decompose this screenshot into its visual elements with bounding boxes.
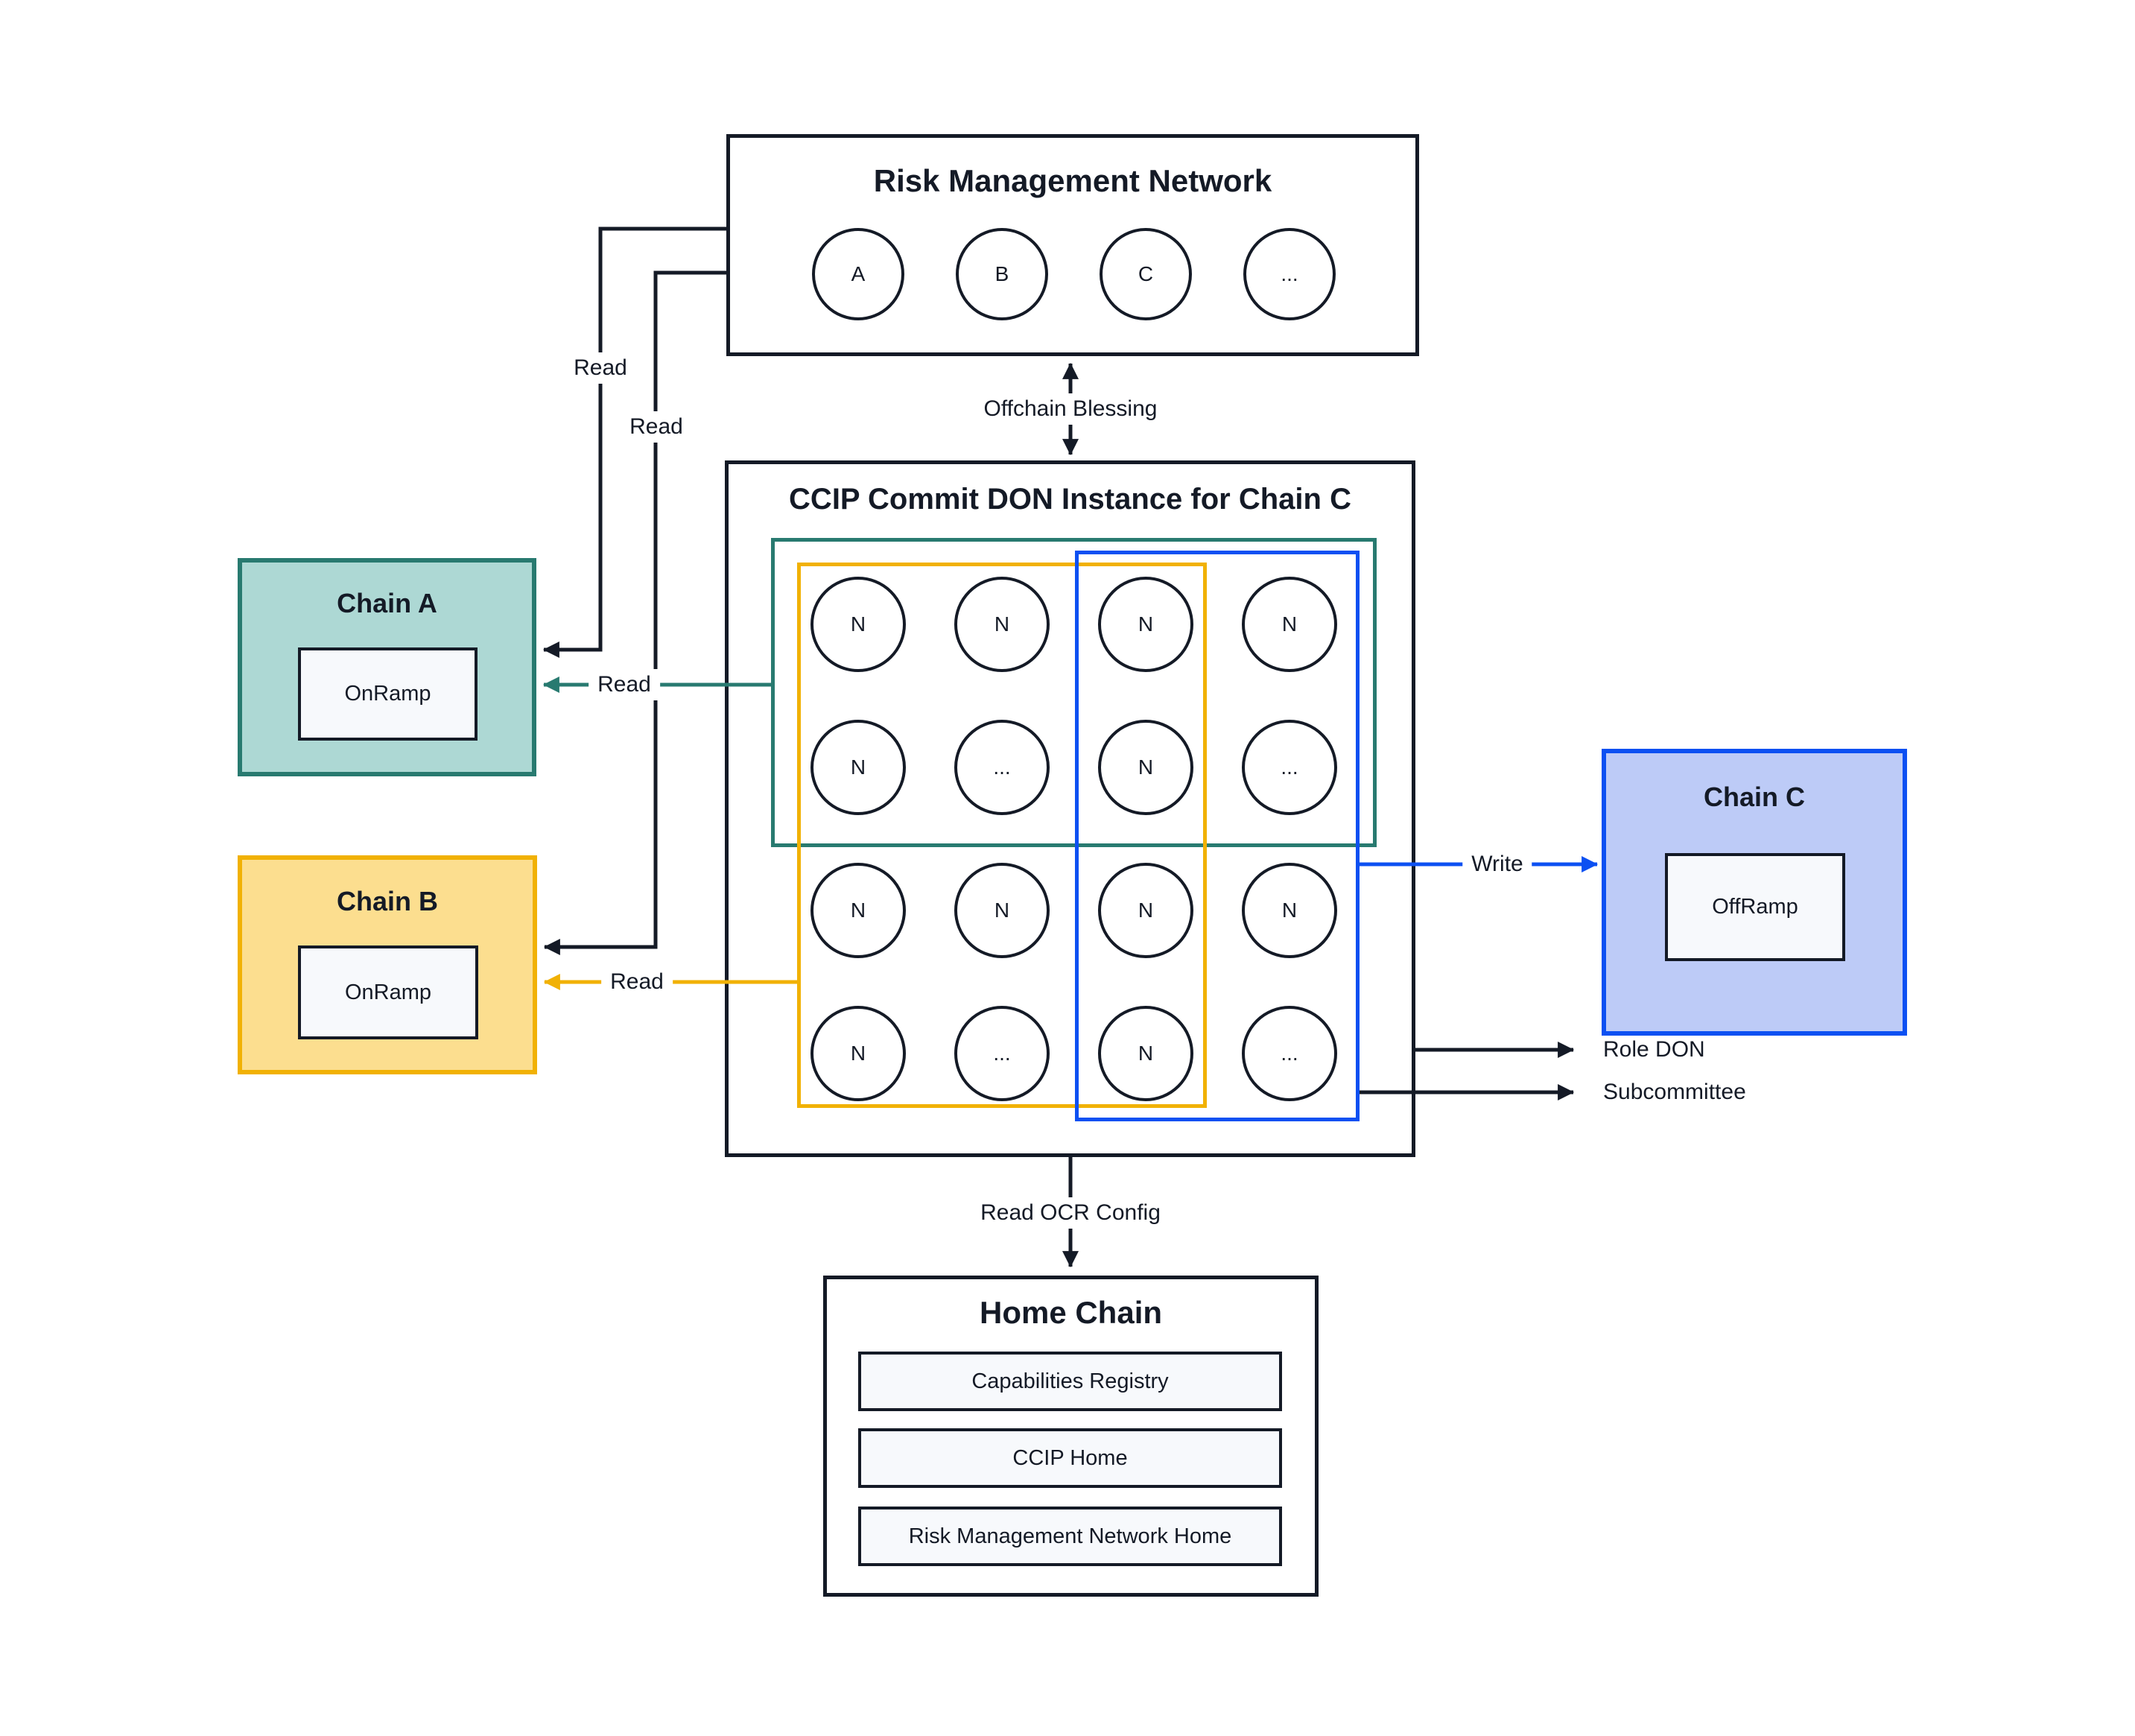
- chain-a-title: Chain A: [337, 588, 437, 618]
- don-node: N: [954, 577, 1050, 672]
- ccip-commit-don-title: CCIP Commit DON Instance for Chain C: [789, 483, 1351, 516]
- don-node-label: ...: [993, 755, 1011, 779]
- chain-b-onramp-label: OnRamp: [344, 980, 432, 1004]
- don-node-label: ...: [993, 1042, 1011, 1065]
- chain-c-offramp-box: OffRamp: [1665, 853, 1845, 961]
- rmn-node-a: A: [812, 228, 904, 320]
- teal-blessed-rows-rect: [771, 538, 1377, 847]
- ccip-home-label: CCIP Home: [1012, 1445, 1128, 1470]
- capabilities-registry-label: Capabilities Registry: [971, 1369, 1169, 1393]
- don-node: ...: [954, 720, 1050, 815]
- don-node-label: N: [1138, 612, 1154, 636]
- chain-b-box: Chain B OnRamp: [238, 855, 537, 1074]
- offchain-blessing-label: Offchain Blessing: [974, 393, 1167, 425]
- don-node-label: N: [850, 899, 866, 922]
- rmn-node-a-label: A: [851, 262, 866, 285]
- don-node-label: N: [994, 899, 1010, 922]
- risk-management-network-home-box: Risk Management Network Home: [858, 1507, 1282, 1566]
- rmn-node-etc: ...: [1243, 228, 1336, 320]
- don-node: N: [1098, 720, 1193, 815]
- don-node: N: [1242, 863, 1337, 958]
- blue-subcommittee-rect: [1075, 551, 1360, 1121]
- don-node-label: N: [850, 755, 866, 779]
- don-node: ...: [954, 1006, 1050, 1101]
- home-chain-title: Home Chain: [979, 1295, 1163, 1330]
- rmn-node-c: C: [1100, 228, 1192, 320]
- don-node-label: ...: [1281, 755, 1298, 779]
- don-node-label: N: [1138, 755, 1154, 779]
- risk-management-network-home-label: Risk Management Network Home: [908, 1524, 1232, 1548]
- rmn-node-b-label: B: [994, 262, 1009, 285]
- chain-c-offramp-label: OffRamp: [1712, 895, 1798, 919]
- capabilities-registry-box: Capabilities Registry: [858, 1352, 1282, 1411]
- chain-b-onramp-box: OnRamp: [298, 945, 478, 1039]
- don-node: N: [954, 863, 1050, 958]
- don-node-label: N: [1281, 899, 1298, 922]
- chain-a-onramp-box: OnRamp: [298, 647, 478, 741]
- ccip-home-box: CCIP Home: [858, 1428, 1282, 1488]
- write-label: Write: [1462, 849, 1532, 880]
- yellow-group-rect: [797, 563, 1207, 1108]
- don-node: N: [1098, 863, 1193, 958]
- subcommittee-label: Subcommittee: [1603, 1080, 1746, 1104]
- rmn-node-etc-label: ...: [1281, 262, 1298, 285]
- don-node: N: [810, 577, 906, 672]
- home-chain-box: Home Chain Capabilities Registry CCIP Ho…: [823, 1276, 1319, 1597]
- chain-a-box: Chain A OnRamp: [238, 558, 536, 776]
- don-node-label: ...: [1281, 1042, 1298, 1065]
- read-ocr-config-label: Read OCR Config: [971, 1197, 1170, 1229]
- don-node-label: N: [1138, 1042, 1154, 1065]
- don-node: N: [810, 863, 906, 958]
- read-label-rmn-b: Read: [621, 411, 692, 443]
- chain-b-title: Chain B: [336, 886, 438, 916]
- role-don-label: Role DON: [1603, 1037, 1705, 1062]
- chain-c-title: Chain C: [1703, 782, 1805, 812]
- don-node: N: [1242, 577, 1337, 672]
- don-node-label: N: [994, 612, 1010, 636]
- don-node: N: [1098, 1006, 1193, 1101]
- don-node-label: N: [850, 612, 866, 636]
- don-node-label: N: [1281, 612, 1298, 636]
- read-label-don-a: Read: [589, 669, 660, 700]
- don-node-label: N: [1138, 899, 1154, 922]
- read-label-rmn-a: Read: [565, 352, 636, 384]
- risk-management-network-title: Risk Management Network: [873, 163, 1272, 198]
- don-node: N: [810, 1006, 906, 1101]
- don-node: ...: [1242, 720, 1337, 815]
- rmn-node-c-label: C: [1138, 262, 1154, 285]
- read-label-don-b: Read: [601, 966, 673, 998]
- don-node: N: [810, 720, 906, 815]
- don-node: ...: [1242, 1006, 1337, 1101]
- chain-c-box: Chain C OffRamp: [1602, 749, 1907, 1036]
- rmn-node-b: B: [956, 228, 1048, 320]
- chain-a-onramp-label: OnRamp: [344, 682, 431, 706]
- don-node-label: N: [850, 1042, 866, 1065]
- don-node: N: [1098, 577, 1193, 672]
